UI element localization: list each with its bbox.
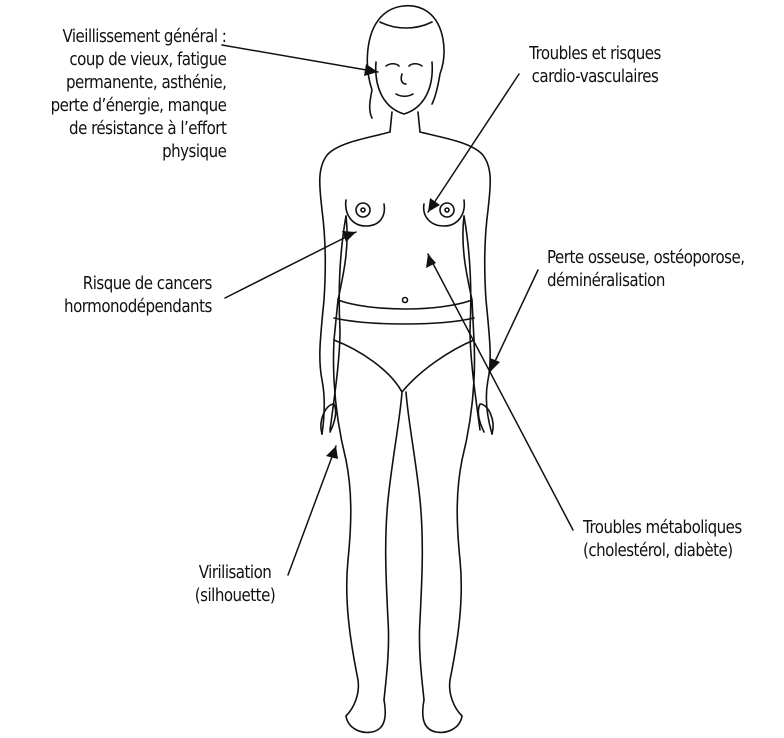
navel bbox=[403, 298, 408, 303]
pointer-metaboliques bbox=[428, 254, 573, 530]
arrowhead-cardio bbox=[428, 198, 440, 212]
pointer-osseuse bbox=[490, 270, 538, 372]
right-arm bbox=[420, 132, 492, 434]
mouth bbox=[396, 94, 413, 96]
right-leg bbox=[450, 340, 475, 716]
label-line: (cholestérol, diabète) bbox=[583, 540, 742, 563]
left-leg bbox=[334, 340, 359, 716]
arrowheads bbox=[326, 64, 500, 459]
label-line: (silhouette) bbox=[179, 585, 291, 608]
label-metaboliques: Troubles métaboliques (cholestérol, diab… bbox=[583, 517, 742, 563]
label-line: Perte osseuse, ostéoporose, bbox=[547, 247, 744, 270]
label-line: perte d’énergie, manque bbox=[50, 95, 226, 118]
face-outline bbox=[376, 62, 433, 114]
label-line: déminéralisation bbox=[547, 270, 744, 293]
label-cardio: Troubles et risques cardio-vasculaires bbox=[522, 43, 668, 89]
label-line: Virilisation bbox=[179, 562, 291, 585]
pointer-cancers bbox=[225, 232, 356, 298]
label-line: Troubles et risques bbox=[522, 43, 668, 66]
label-cancers: Risque de cancers hormonodépendants bbox=[64, 273, 212, 319]
label-vieillissement: Vieillissement général : coup de vieux, … bbox=[50, 26, 226, 164]
arrowhead-virilisation bbox=[326, 446, 338, 459]
label-osseuse: Perte osseuse, ostéoporose, déminéralisa… bbox=[547, 247, 744, 293]
left-arm bbox=[320, 132, 390, 434]
label-line: permanente, asthénie, bbox=[50, 72, 226, 95]
arrowhead-cancers bbox=[342, 231, 356, 242]
eye-right bbox=[409, 64, 422, 66]
label-line: coup de vieux, fatigue bbox=[50, 49, 226, 72]
label-line: cardio-vasculaires bbox=[522, 66, 668, 89]
pointer-vieillissement bbox=[222, 45, 378, 72]
pointer-lines bbox=[222, 45, 573, 575]
label-line: Troubles métaboliques bbox=[583, 517, 742, 540]
label-line: Risque de cancers bbox=[64, 273, 212, 296]
eye-left bbox=[386, 64, 399, 66]
label-line: physique bbox=[50, 141, 226, 164]
label-line: Vieillissement général : bbox=[50, 26, 226, 49]
nose bbox=[401, 74, 406, 84]
underwear bbox=[334, 300, 474, 392]
label-line: hormonodépendants bbox=[64, 296, 212, 319]
pointer-cardio bbox=[428, 74, 519, 212]
arrowhead-osseuse bbox=[490, 358, 500, 372]
left-foot bbox=[346, 700, 385, 732]
pointer-virilisation bbox=[288, 446, 336, 575]
label-virilisation: Virilisation (silhouette) bbox=[179, 562, 291, 608]
label-line: de résistance à l’effort bbox=[50, 118, 226, 141]
right-foot bbox=[423, 700, 462, 732]
neck bbox=[390, 112, 420, 132]
